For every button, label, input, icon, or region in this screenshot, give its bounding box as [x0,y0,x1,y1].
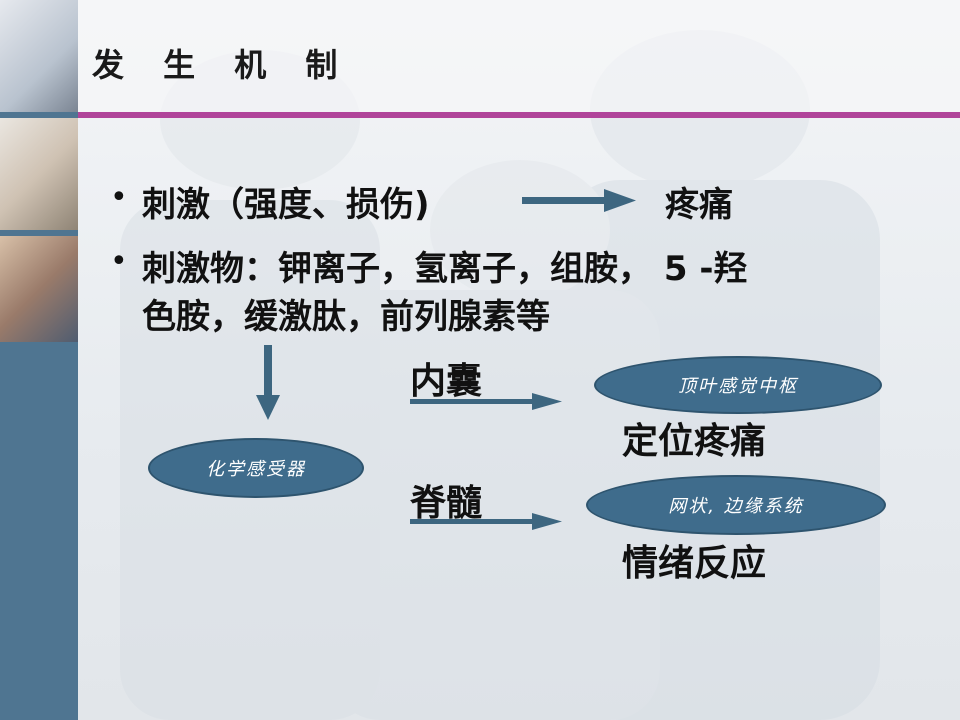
upper-target-ellipse: 顶叶感觉中枢 [594,356,882,414]
lower-path-label: 脊髓 [410,483,483,524]
bullet-1-result: 疼痛 [665,185,733,225]
bullet-dot-1: • [110,180,128,215]
arrow-right-stimulus [522,189,636,212]
bullet-dot-2: • [110,244,128,279]
thumbnail-photo-3 [0,236,78,342]
lower-result-label: 情绪反应 [622,543,767,584]
title-divider [78,112,960,118]
thumbnail-photo-2 [0,118,78,230]
title-band [78,0,960,112]
arrow-down-to-receptor [256,345,280,420]
bullet-2-line1: 刺激物：钾离子，氢离子，组胺， 5 -羟 [142,249,748,289]
arrow-upper-path [410,393,562,410]
lower-target-ellipse: 网状, 边缘系统 [586,475,886,535]
thumbnail-photo-1 [0,0,78,112]
arrow-lower-path [410,513,562,530]
slide-title: 发 生 机 制 [92,46,352,84]
upper-path-label: 内囊 [410,361,483,402]
bullet-2-line2: 色胺，缓激肽，前列腺素等 [142,297,550,337]
receptor-ellipse: 化学感受器 [148,438,364,498]
bullet-1-cause: 刺激（强度、损伤) [142,185,430,225]
upper-result-label: 定位疼痛 [622,421,767,462]
